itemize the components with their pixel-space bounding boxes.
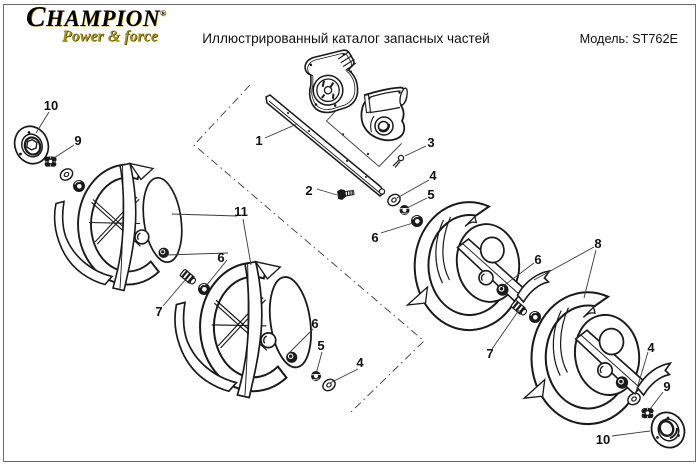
svg-text:4: 4 [647,340,655,355]
svg-text:6: 6 [371,230,378,245]
svg-text:2: 2 [305,183,312,198]
svg-text:3: 3 [427,135,434,150]
svg-text:5: 5 [427,187,434,202]
svg-text:8: 8 [594,236,601,251]
svg-text:6: 6 [534,252,541,267]
svg-text:7: 7 [486,346,493,361]
svg-text:7: 7 [155,304,162,319]
svg-text:9: 9 [74,133,81,148]
svg-text:6: 6 [217,250,224,265]
svg-text:6: 6 [311,316,318,331]
svg-text:11: 11 [234,204,248,219]
svg-text:1: 1 [255,133,262,148]
svg-text:5: 5 [317,338,324,353]
svg-text:4: 4 [429,168,437,183]
svg-text:10: 10 [44,98,58,113]
svg-text:10: 10 [596,432,610,447]
svg-text:9: 9 [663,379,670,394]
svg-text:4: 4 [356,355,364,370]
